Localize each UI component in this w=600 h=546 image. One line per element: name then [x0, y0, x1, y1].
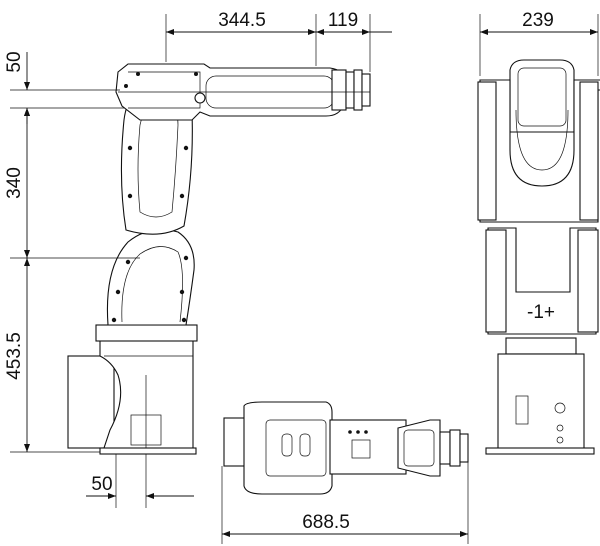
- front-base-body: [497, 353, 585, 451]
- side-base-foot: [99, 447, 197, 455]
- front-wrist-head: [509, 59, 575, 133]
- dim-reach-forearm: 344.5: [218, 10, 266, 31]
- front-lower-arm-left-side: [485, 229, 507, 333]
- side-wrist-housing: [331, 69, 347, 111]
- front-base-foot: [485, 447, 595, 455]
- dim-reach-wrist: 119: [328, 10, 358, 31]
- top-wrist-ring-1: [439, 431, 451, 465]
- side-wrist-ring-1: [345, 71, 355, 109]
- side-base-top-flange: [95, 324, 198, 342]
- front-lower-arm-right-side: [577, 229, 599, 333]
- front-lower-arm: [487, 227, 597, 335]
- top-wrist-flange: [459, 433, 469, 463]
- dim-width-front: 239: [522, 10, 554, 31]
- top-forearm: [329, 419, 407, 475]
- dim-base-offset: 50: [91, 474, 112, 495]
- side-wrist-flange: [361, 73, 371, 107]
- dim-height-upper-arm: 340: [4, 167, 25, 199]
- dim-length-top: 688.5: [302, 512, 350, 533]
- front-upper-arm-right-side: [579, 81, 599, 221]
- dim-height-base: 453.5: [4, 332, 25, 380]
- dimensions: 344.5 119 239 50 340 453.5 50 688.5: [4, 10, 599, 544]
- side-view: [67, 63, 371, 455]
- side-base-rear-block: [67, 355, 115, 449]
- side-lower-arm: [106, 229, 195, 326]
- side-wrist-ring-2: [353, 69, 363, 111]
- side-base-body: [99, 337, 194, 449]
- front-axis-mark: -1+: [527, 302, 555, 323]
- dim-height-wrist-offset: 50: [4, 51, 25, 72]
- front-upper-arm: [479, 79, 600, 223]
- top-view: [223, 401, 469, 495]
- front-view: -1+: [477, 59, 600, 455]
- top-wrist-housing: [397, 419, 441, 477]
- front-base-flange: [505, 337, 577, 355]
- top-base-body: [243, 401, 333, 495]
- top-wrist-ring-2: [449, 429, 461, 467]
- front-upper-arm-left-side: [477, 81, 497, 221]
